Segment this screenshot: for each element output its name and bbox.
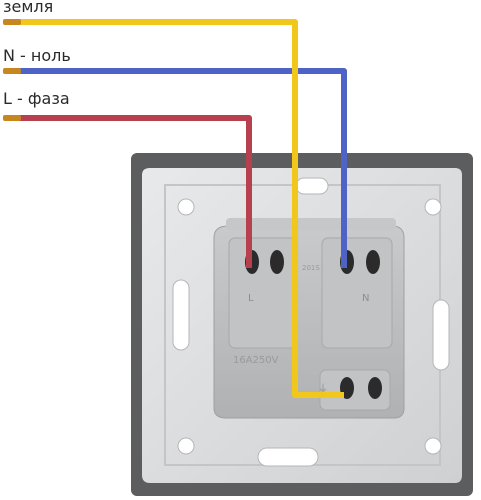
terminal-screw-hole [366,250,380,274]
copper-end-icon [3,19,21,25]
earth-label: земля [3,0,54,16]
mounting-hole [424,437,442,455]
plate-ridge [164,184,441,466]
copper-end-icon [3,115,21,121]
line-wire [5,115,252,268]
rating-label: 16A250V [233,355,279,366]
mounting-slot [432,299,450,371]
terminal-block-l [228,237,298,349]
model-code: 201S [302,264,320,272]
socket-module-top [226,218,396,230]
earth-symbol: ⏚ [318,383,328,395]
earth-wire [5,19,344,398]
terminal-block-n [321,237,393,349]
neutral-wire [5,68,347,268]
line-label: L - фаза [3,89,70,108]
mounting-hole [424,198,442,216]
copper-end-icon [3,68,21,74]
mounting-slot [172,279,190,351]
terminal-screw-hole [270,250,284,274]
terminal-screw-hole [368,377,382,399]
mounting-slot [257,447,319,467]
terminal-label-l: L [248,293,254,304]
mounting-slot [295,177,329,195]
mounting-hole [177,198,195,216]
neutral-label: N - ноль [3,46,71,65]
mounting-hole [177,437,195,455]
terminal-label-n: N [362,293,369,304]
